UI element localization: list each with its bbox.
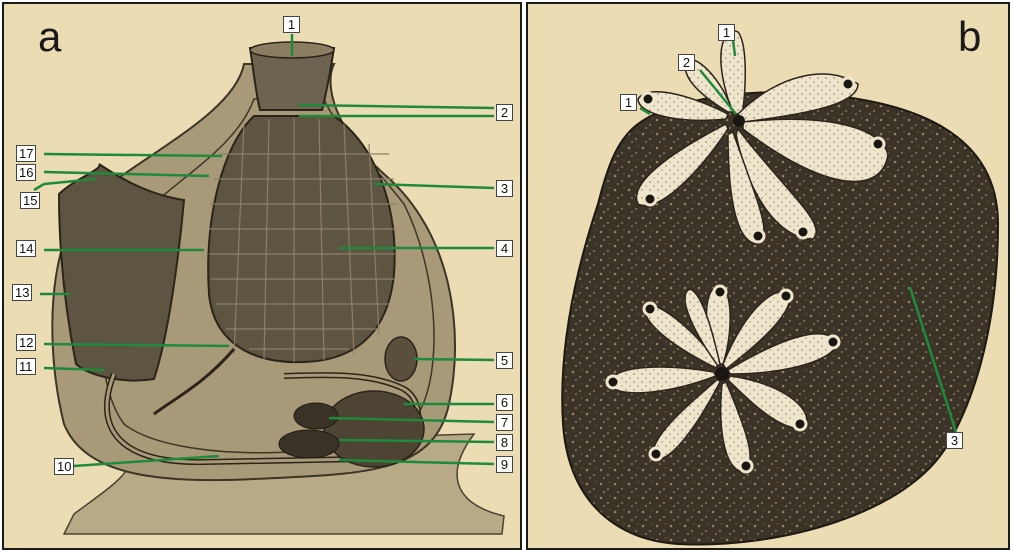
common-cloaca-bottom: [715, 367, 729, 381]
label-a-1: 1: [283, 16, 300, 33]
label-a-9: 9: [496, 456, 513, 473]
label-b-3: 3: [946, 432, 963, 449]
label-a-16: 16: [16, 164, 36, 181]
label-b-1-left: 1: [620, 94, 637, 111]
panel-b: b 1 2 1 3: [526, 2, 1010, 550]
common-cloaca-top: [733, 115, 745, 127]
label-a-6: 6: [496, 394, 513, 411]
label-a-11: 11: [16, 358, 36, 375]
label-a-5: 5: [496, 352, 513, 369]
label-a-15: 15: [20, 192, 40, 209]
solitary-ascidian-drawing: [4, 4, 522, 550]
label-a-2: 2: [496, 104, 513, 121]
label-b-2: 2: [678, 54, 695, 71]
label-a-13: 13: [12, 284, 32, 301]
label-a-14: 14: [16, 240, 36, 257]
label-a-7: 7: [496, 414, 513, 431]
stomach: [324, 391, 424, 467]
panel-a: a 1 2 3 4 5 6 7 8 9 10 11 12 13 14 15 16…: [2, 2, 522, 550]
panel-letter-a: a: [38, 16, 61, 58]
label-a-10: 10: [54, 458, 74, 475]
label-a-8: 8: [496, 434, 513, 451]
digestive-gland: [294, 403, 338, 429]
label-a-12: 12: [16, 334, 36, 351]
label-a-17: 17: [16, 145, 36, 162]
panel-letter-b: b: [958, 16, 981, 58]
label-a-3: 3: [496, 180, 513, 197]
colonial-ascidian-drawing: [528, 4, 1010, 550]
label-b-1-top: 1: [718, 24, 735, 41]
pharynx: [208, 116, 394, 362]
intestine: [279, 430, 339, 458]
label-a-4: 4: [496, 240, 513, 257]
gonad: [385, 337, 417, 381]
